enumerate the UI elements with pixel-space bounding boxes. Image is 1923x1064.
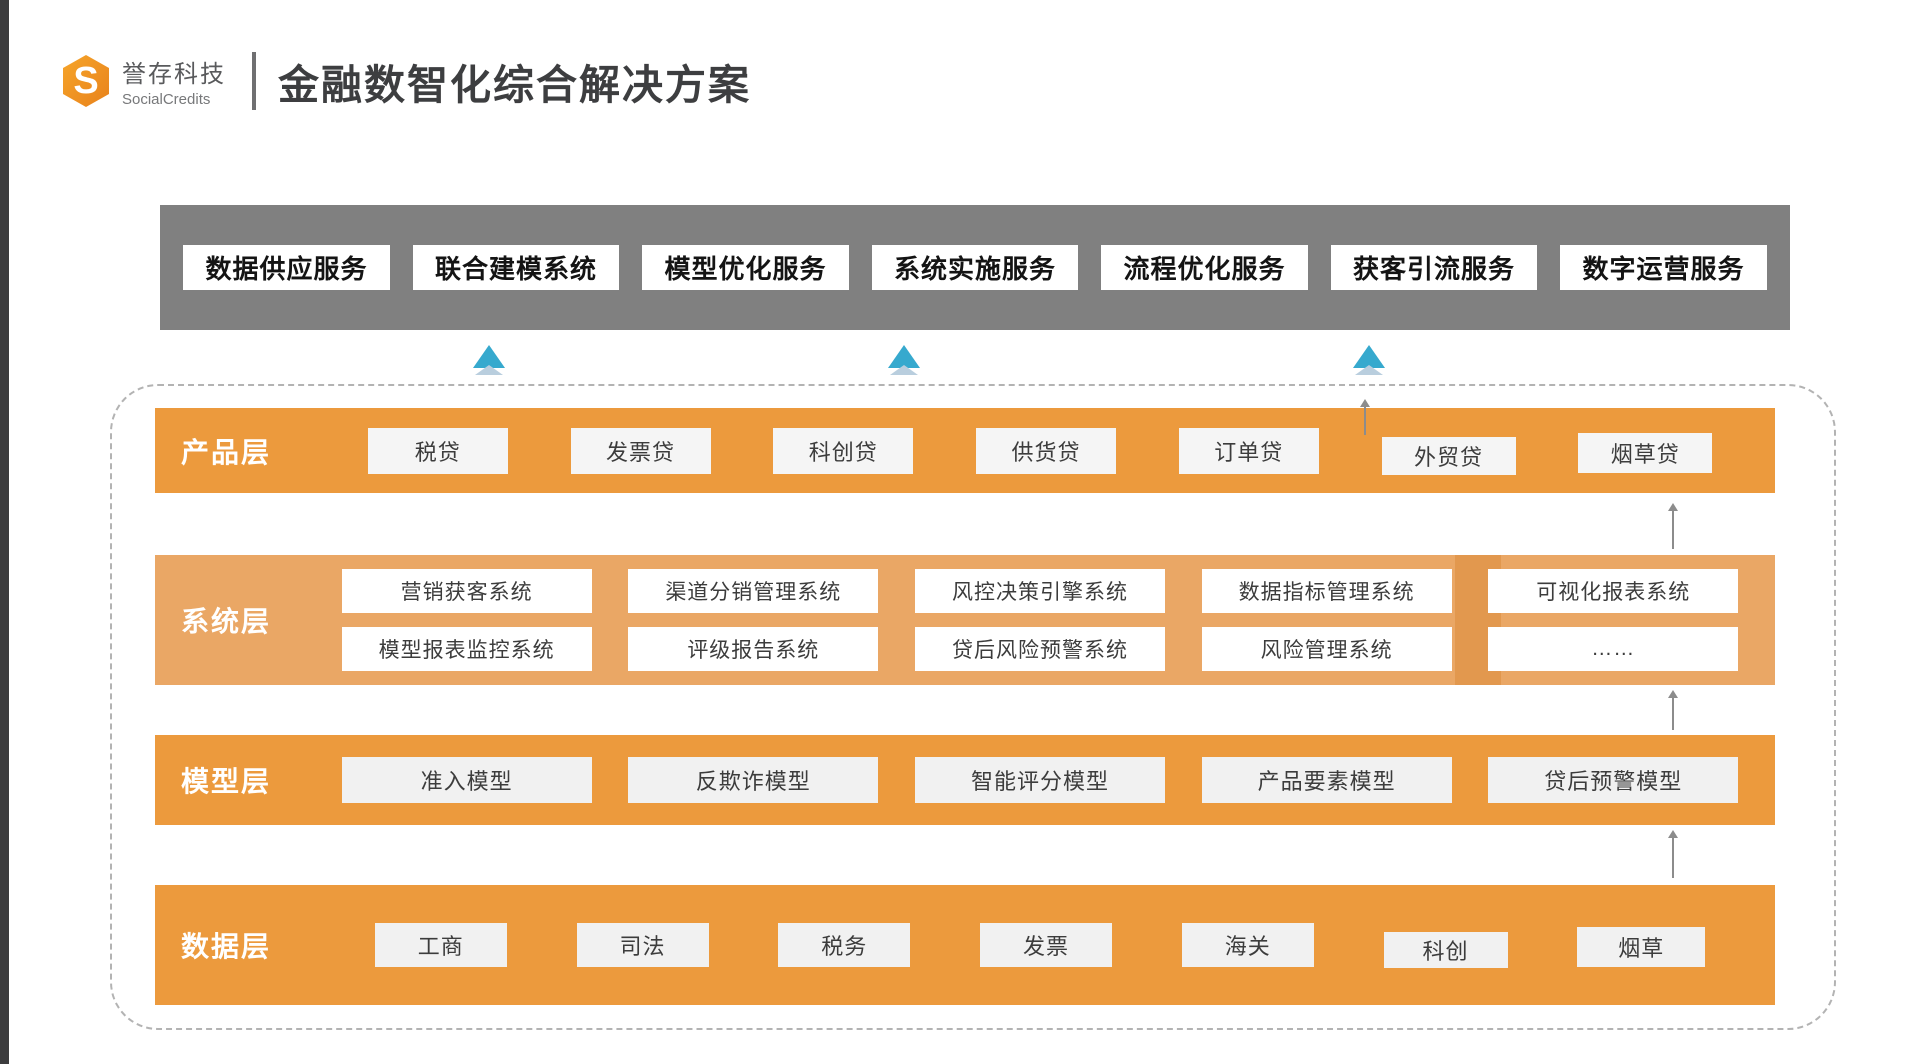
model-box: 贷后预警模型 bbox=[1488, 757, 1739, 803]
system-row-2: 模型报表监控系统 评级报告系统 贷后风险预警系统 风险管理系统 …… bbox=[305, 627, 1775, 671]
product-box: 外贸贷 bbox=[1381, 436, 1516, 475]
svg-text:S: S bbox=[73, 60, 98, 102]
layer-band-data: 数据层 工商 司法 税务 发票 海关 科创 烟草 bbox=[155, 885, 1775, 1005]
arrowhead bbox=[1360, 399, 1370, 407]
system-rows: 营销获客系统 渠道分销管理系统 风控决策引擎系统 数据指标管理系统 可视化报表系… bbox=[305, 555, 1775, 685]
up-triangle-light bbox=[890, 365, 918, 375]
system-box: 营销获客系统 bbox=[341, 569, 592, 613]
system-box: 渠道分销管理系统 bbox=[628, 569, 879, 613]
model-row: 准入模型 反欺诈模型 智能评分模型 产品要素模型 贷后预警模型 bbox=[305, 735, 1775, 825]
teal-double-up-arrow-icon bbox=[886, 345, 922, 375]
data-box: 工商 bbox=[374, 923, 507, 967]
system-box: 模型报表监控系统 bbox=[341, 627, 592, 671]
layer-label: 模型层 bbox=[181, 766, 272, 797]
service-box: 数字运营服务 bbox=[1560, 245, 1767, 290]
service-box: 模型优化服务 bbox=[642, 245, 849, 290]
system-box: 可视化报表系统 bbox=[1488, 569, 1739, 613]
model-box: 智能评分模型 bbox=[914, 757, 1165, 803]
service-box: 系统实施服务 bbox=[871, 245, 1078, 290]
product-box: 烟草贷 bbox=[1578, 432, 1713, 473]
system-box: 风险管理系统 bbox=[1201, 627, 1452, 671]
layer-band-model: 模型层 准入模型 反欺诈模型 智能评分模型 产品要素模型 贷后预警模型 bbox=[155, 735, 1775, 825]
data-row: 工商 司法 税务 发票 海关 科创 烟草 bbox=[305, 885, 1775, 1005]
logo-wordmark: 誉存科技 SocialCredits bbox=[122, 54, 226, 108]
product-box: 科创贷 bbox=[773, 427, 914, 474]
product-box: 订单贷 bbox=[1178, 427, 1319, 474]
arrowhead bbox=[1668, 830, 1678, 838]
data-box: 海关 bbox=[1181, 923, 1314, 967]
arrow-shaft bbox=[1672, 698, 1674, 730]
arrowhead bbox=[1668, 690, 1678, 698]
service-box: 数据供应服务 bbox=[183, 245, 390, 290]
data-box: 科创 bbox=[1383, 932, 1508, 968]
product-box: 供货贷 bbox=[976, 427, 1116, 474]
arrowhead bbox=[1668, 503, 1678, 511]
thin-gray-up-arrow-icon bbox=[1668, 503, 1678, 549]
data-box: 发票 bbox=[980, 923, 1112, 967]
data-box: 烟草 bbox=[1577, 927, 1706, 967]
model-box: 准入模型 bbox=[341, 757, 592, 803]
data-box: 税务 bbox=[778, 923, 911, 967]
arrow-shaft bbox=[1364, 407, 1366, 435]
layer-band-product: 产品层 税贷 发票贷 科创贷 供货贷 订单贷 外贸贷 烟草贷 bbox=[155, 408, 1775, 493]
data-box: 司法 bbox=[576, 923, 709, 967]
logo-cn-text: 誉存科技 bbox=[122, 61, 226, 88]
layer-label: 产品层 bbox=[181, 436, 272, 468]
layer-label: 系统层 bbox=[181, 606, 272, 637]
up-triangle-dark bbox=[1353, 345, 1385, 368]
thin-gray-up-arrow-icon bbox=[1668, 690, 1678, 730]
service-box: 流程优化服务 bbox=[1101, 245, 1308, 290]
product-row: 税贷 发票贷 科创贷 供货贷 订单贷 外贸贷 烟草贷 bbox=[305, 408, 1775, 493]
system-row-1: 营销获客系统 渠道分销管理系统 风控决策引擎系统 数据指标管理系统 可视化报表系… bbox=[305, 569, 1775, 613]
thin-gray-up-arrow-icon bbox=[1668, 830, 1678, 878]
system-box: 数据指标管理系统 bbox=[1201, 569, 1452, 613]
system-box-ellipsis: …… bbox=[1488, 627, 1739, 671]
up-triangle-light bbox=[1355, 365, 1383, 375]
model-box: 反欺诈模型 bbox=[628, 757, 879, 803]
layer-label: 数据层 bbox=[181, 931, 272, 962]
service-box: 获客引流服务 bbox=[1330, 245, 1537, 290]
product-box: 税贷 bbox=[367, 427, 508, 474]
header: S 誉存科技 SocialCredits 金融数智化综合解决方案 bbox=[60, 50, 751, 112]
hexagon-s-logo-icon: S bbox=[63, 55, 109, 107]
arrow-shaft bbox=[1672, 511, 1674, 549]
up-triangle-dark bbox=[888, 345, 920, 368]
header-divider bbox=[252, 52, 256, 110]
logo-en-text: SocialCredits bbox=[122, 91, 211, 108]
left-edge-strip bbox=[0, 0, 9, 1064]
page-title: 金融数智化综合解决方案 bbox=[278, 62, 751, 108]
up-triangle-light bbox=[475, 365, 503, 375]
service-box: 联合建模系统 bbox=[412, 245, 619, 290]
up-triangle-dark bbox=[473, 345, 505, 368]
system-box: 评级报告系统 bbox=[628, 627, 879, 671]
thin-gray-up-arrow-icon bbox=[1360, 399, 1370, 435]
teal-double-up-arrow-icon bbox=[471, 345, 507, 375]
system-box: 风控决策引擎系统 bbox=[914, 569, 1165, 613]
layer-band-system: 系统层 营销获客系统 渠道分销管理系统 风控决策引擎系统 数据指标管理系统 可视… bbox=[155, 555, 1775, 685]
model-box: 产品要素模型 bbox=[1201, 757, 1452, 803]
services-bar: 数据供应服务 联合建模系统 模型优化服务 系统实施服务 流程优化服务 获客引流服… bbox=[160, 205, 1790, 330]
arrow-shaft bbox=[1672, 838, 1674, 878]
platform-dashed-container bbox=[110, 384, 1836, 1030]
teal-double-up-arrow-icon bbox=[1351, 345, 1387, 375]
product-box: 发票贷 bbox=[570, 427, 711, 474]
system-box: 贷后风险预警系统 bbox=[914, 627, 1165, 671]
